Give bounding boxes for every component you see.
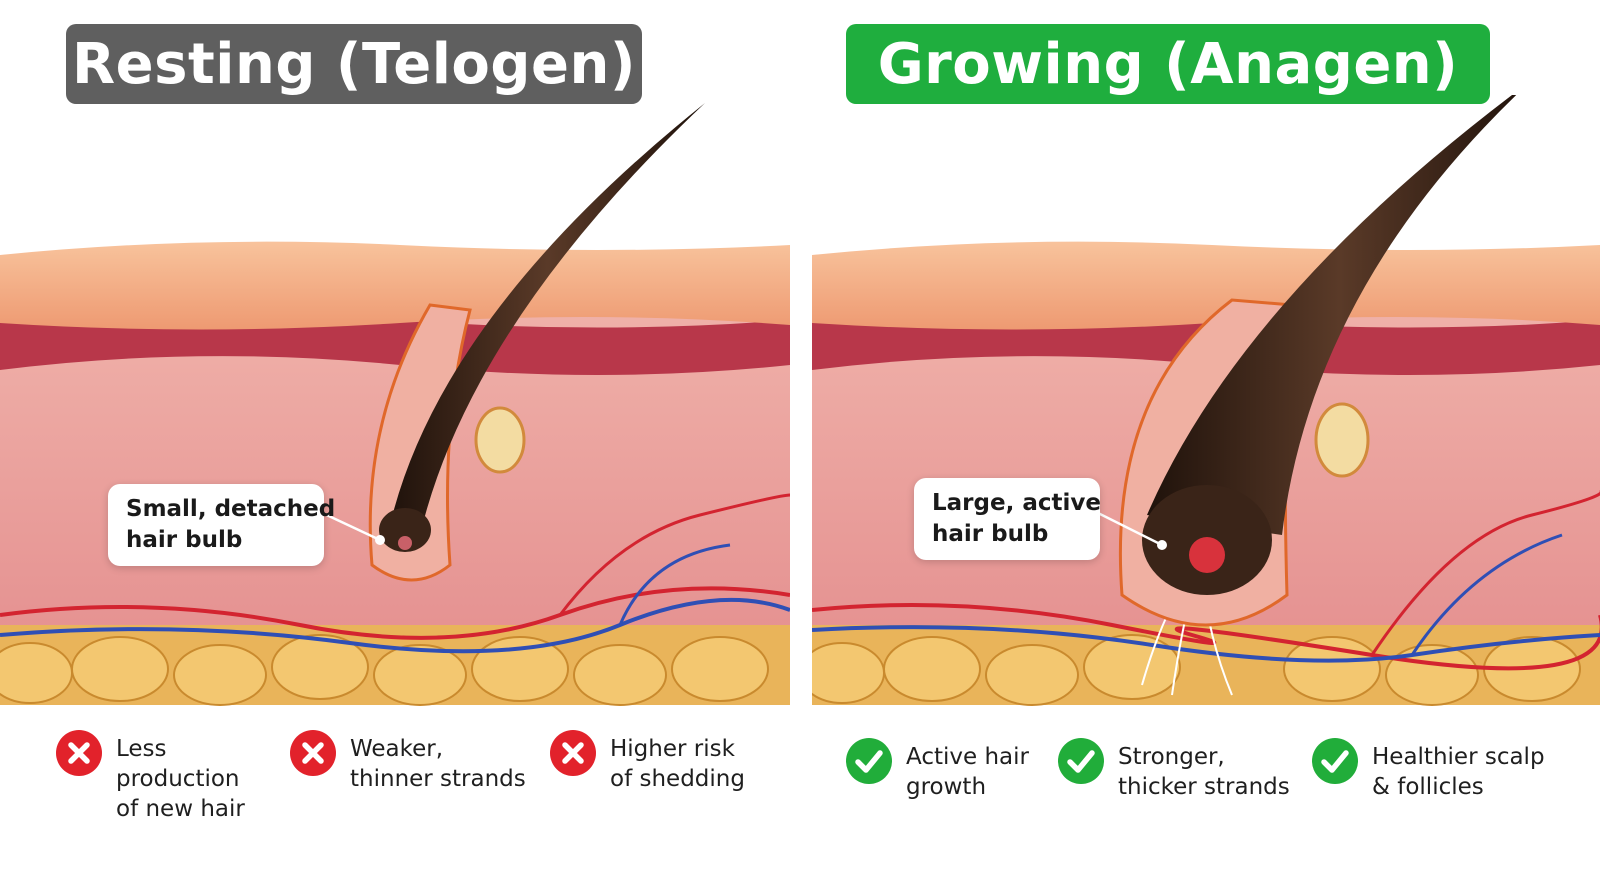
resting-features: Less production of new hair Weaker, thin… [0,730,790,860]
callout-line-2: hair bulb [932,521,1049,547]
callout-line-1: Large, active [932,490,1101,516]
fat-cell [573,644,667,706]
growing-features: Active hair growth Stronger, thicker str… [812,738,1600,860]
resting-feature-1: Less production of new hair [56,730,245,824]
x-circle-icon [550,730,596,776]
callout-dot [1157,540,1167,550]
vein [618,543,731,626]
fat-cell [812,642,885,704]
feature-text: Healthier scalp & follicles [1372,744,1545,800]
fat-cell [173,644,267,706]
growing-bulb-callout: Large, active hair bulb [914,478,1101,560]
fat-cell [471,636,569,702]
fat-cell [271,634,369,700]
fat-cell [0,642,73,704]
resting-title: Resting (Telogen) [66,24,642,104]
hair-shaft [390,103,705,535]
growing-skin-illustration [812,95,1600,706]
callout-pointer [315,508,381,542]
feature-text: Less production of new hair [116,736,245,822]
callout-dot [375,535,385,545]
fat-cell [1083,634,1181,700]
x-circle-icon [290,730,336,776]
artery [0,586,790,640]
artery [1370,490,1600,656]
callout-line-2: hair bulb [126,527,243,553]
vein [1410,533,1563,656]
vein [0,597,790,654]
check-circle-icon [1058,738,1104,784]
sebaceous-gland [1314,402,1370,478]
x-circle-icon [56,730,102,776]
feature-text: Active hair growth [906,744,1029,800]
resting-bulb-callout: Small, detached hair bulb [108,484,336,566]
growing-feature-3: Healthier scalp & follicles [1312,738,1545,802]
growing-panel: Growing (Anagen) [812,0,1600,894]
dermal-papilla [398,536,412,550]
resting-feature-2: Weaker, thinner strands [290,730,526,794]
fat-cell [1283,636,1381,702]
feature-text: Higher risk of shedding [610,736,745,792]
vein [812,625,1600,663]
growing-feature-1: Active hair growth [846,738,1029,802]
epidermis-layer [0,241,790,330]
resting-feature-3: Higher risk of shedding [550,730,745,794]
resting-panel: Resting (Telogen) [0,0,790,894]
dermal-papilla [1189,537,1225,573]
check-circle-icon [846,738,892,784]
epidermis-layer [812,241,1600,330]
fat-cell [373,644,467,706]
growing-feature-2: Stronger, thicker strands [1058,738,1290,802]
resting-skin-illustration [0,103,790,706]
growing-title: Growing (Anagen) [846,24,1490,104]
check-circle-icon [1312,738,1358,784]
feature-text: Weaker, thinner strands [350,736,526,792]
hair-bulb [379,508,431,552]
artery [812,603,1600,671]
artery [558,493,790,616]
sebaceous-gland [474,406,526,474]
callout-line-1: Small, detached [126,496,336,522]
fat-cell [985,644,1079,706]
fat-cell [71,636,169,702]
feature-text: Stronger, thicker strands [1118,744,1290,800]
fat-cell [671,636,769,702]
hair-shaft [1147,95,1517,535]
fat-cell [883,636,981,702]
